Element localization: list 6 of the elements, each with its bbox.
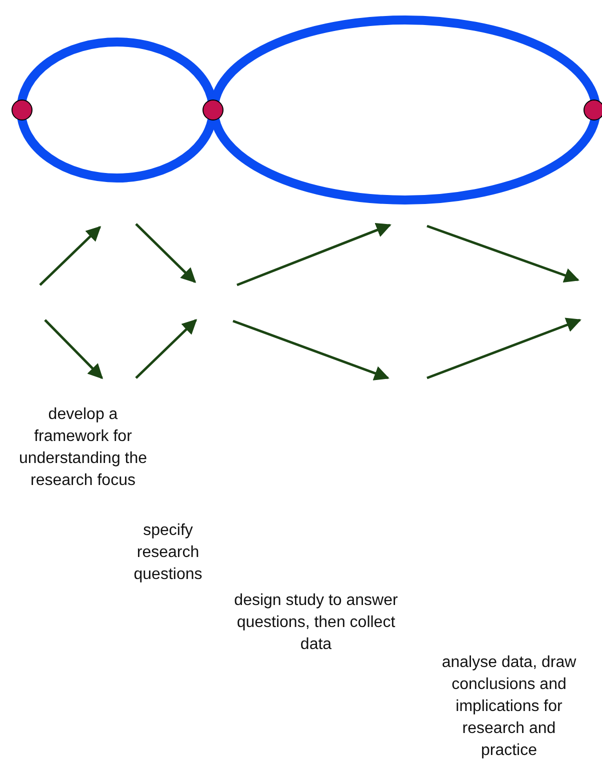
junction-dot [12, 100, 32, 120]
step-description: analyse data, draw conclusions and implications for research and practice [440, 653, 578, 761]
step-description: design study to answer questions, then collect data [233, 591, 399, 655]
step-description: specify research questions [132, 521, 204, 585]
step-description: develop a framework for understanding the research focus [18, 405, 148, 491]
junction-dot [202, 100, 224, 120]
